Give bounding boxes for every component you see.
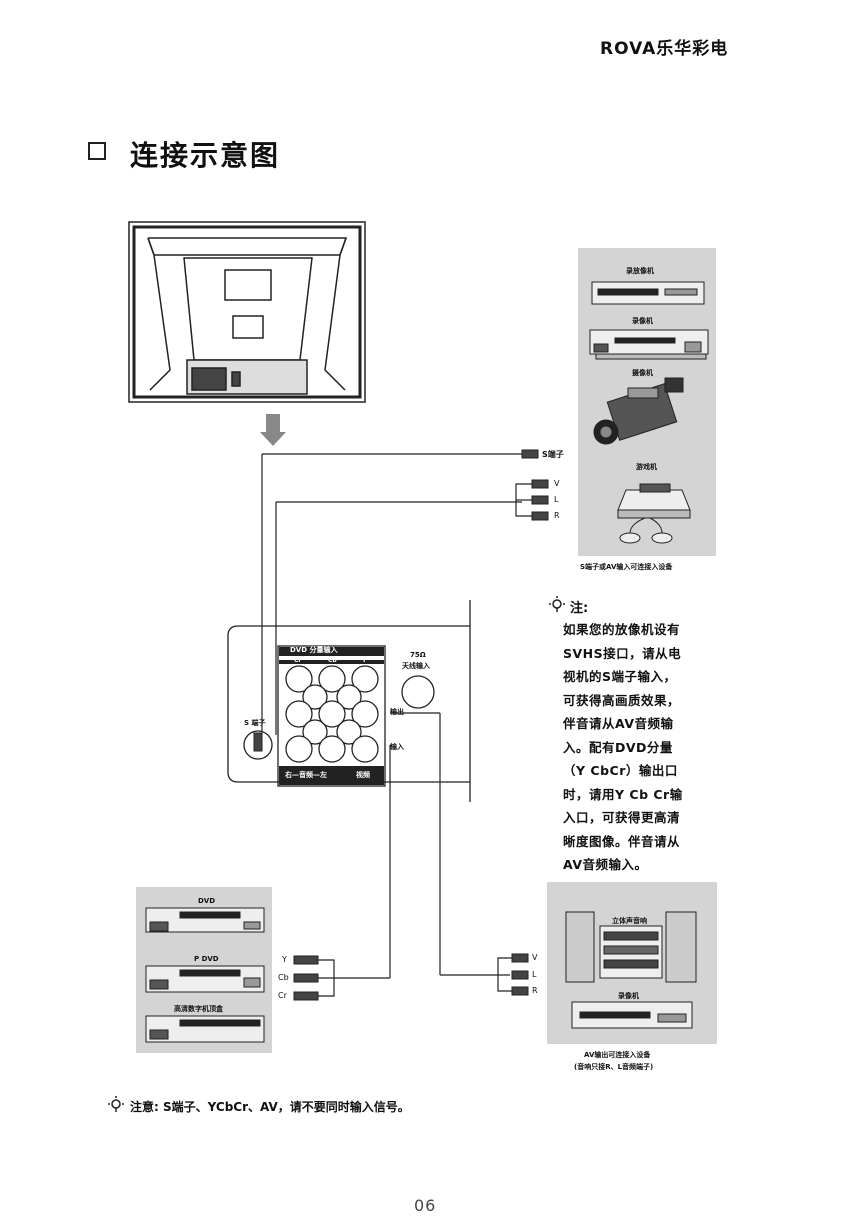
p-dvd-player-icon	[145, 965, 265, 993]
game-console-icon	[617, 483, 691, 544]
bulb-icon-2	[108, 1096, 124, 1112]
vcr-3-icon	[571, 1001, 693, 1029]
cables-right	[261, 453, 532, 735]
video-label: 视频	[356, 771, 370, 779]
note-line: 入口，可获得更高清	[563, 810, 681, 825]
connector-label: R	[532, 986, 538, 995]
down-arrow-icon	[260, 414, 286, 446]
s-terminal-label: S 端子	[244, 719, 266, 727]
connector-label: L	[554, 495, 559, 504]
set-top-box-icon	[145, 1015, 265, 1043]
dvd-input-label: DVD 分量输入	[290, 646, 338, 654]
vcr-1-icon	[591, 281, 705, 305]
bottom-right-caption: (音响只接R、L音频端子)	[574, 1063, 654, 1071]
note-line: 伴音请从AV音频输	[563, 716, 674, 731]
audio-label: 右—音频—左	[285, 771, 327, 779]
connector-label: Cb	[278, 973, 289, 982]
note-heading: 注:	[570, 601, 589, 616]
brand-logo: ROVA乐华彩电	[600, 39, 729, 59]
section-title: 连接示意图	[130, 139, 281, 172]
output-label: 输出	[390, 708, 404, 716]
right-panel-caption: S端子或AV输入可连接入设备	[580, 563, 673, 571]
camcorder-icon	[593, 377, 684, 445]
device-label: 录像机	[632, 317, 653, 325]
connector-label: V	[532, 953, 538, 962]
note-line: SVHS接口，请从电	[563, 645, 682, 661]
component-label: Y	[362, 657, 367, 664]
page-number: 06	[414, 1196, 437, 1215]
stereo-system-icon	[565, 911, 697, 983]
note-line: （Y CbCr）输出口	[563, 763, 678, 778]
bottom-right-caption: AV输出可连接入设备	[584, 1051, 651, 1059]
connector-label: Y	[282, 955, 287, 964]
antenna-label: 天线输入	[402, 662, 430, 670]
cables-bottom	[318, 712, 512, 997]
vcr-2-icon	[589, 329, 709, 360]
device-label: 立体声音响	[612, 917, 647, 925]
device-label: 录像机	[618, 992, 639, 1000]
tv-back-illustration	[128, 221, 366, 403]
input-label: 输入	[390, 743, 404, 751]
section-checkbox-icon	[88, 142, 106, 160]
panel-fill	[279, 647, 384, 785]
s-terminal-label: S端子	[542, 450, 564, 459]
connector-label: V	[554, 479, 560, 488]
device-label: P DVD	[194, 955, 219, 963]
footer-note: 注意: S端子、YCbCr、AV，请不要同时输入信号。	[130, 1100, 410, 1114]
note-line: 如果您的放像机设有	[563, 622, 681, 637]
connector-label: Cr	[278, 991, 287, 1000]
s-plug	[253, 732, 263, 752]
right-plugs	[521, 449, 549, 521]
component-label: Cr	[294, 657, 302, 664]
device-label: 录放像机	[626, 267, 654, 275]
device-label: 游戏机	[636, 463, 657, 471]
note-text: 如果您的放像机设有 SVHS接口，请从电 视机的S端子输入， 可获得高画质效果，…	[563, 618, 731, 877]
device-label: 高清数字机顶盒	[174, 1005, 223, 1013]
bulb-icon-1	[549, 596, 565, 612]
antenna-label: 75Ω	[410, 651, 426, 659]
dvd-player-icon	[145, 907, 265, 933]
note-line: 入。配有DVD分量	[563, 739, 673, 755]
connector-label: R	[554, 511, 560, 520]
note-line: 可获得高画质效果，	[563, 692, 681, 708]
note-line: 时，请用Y Cb Cr输	[563, 786, 683, 802]
note-line: 视机的S端子输入，	[563, 669, 677, 684]
connector-label: L	[532, 970, 537, 979]
note-line: AV音频输入。	[563, 857, 648, 872]
component-label: Cb	[328, 657, 337, 664]
note-line: 晰度图像。伴音请从	[563, 833, 681, 849]
bottom-plugs	[293, 953, 529, 1001]
device-label: DVD	[198, 897, 216, 905]
tv-connection-panel	[227, 600, 471, 802]
device-label: 摄像机	[632, 369, 653, 377]
